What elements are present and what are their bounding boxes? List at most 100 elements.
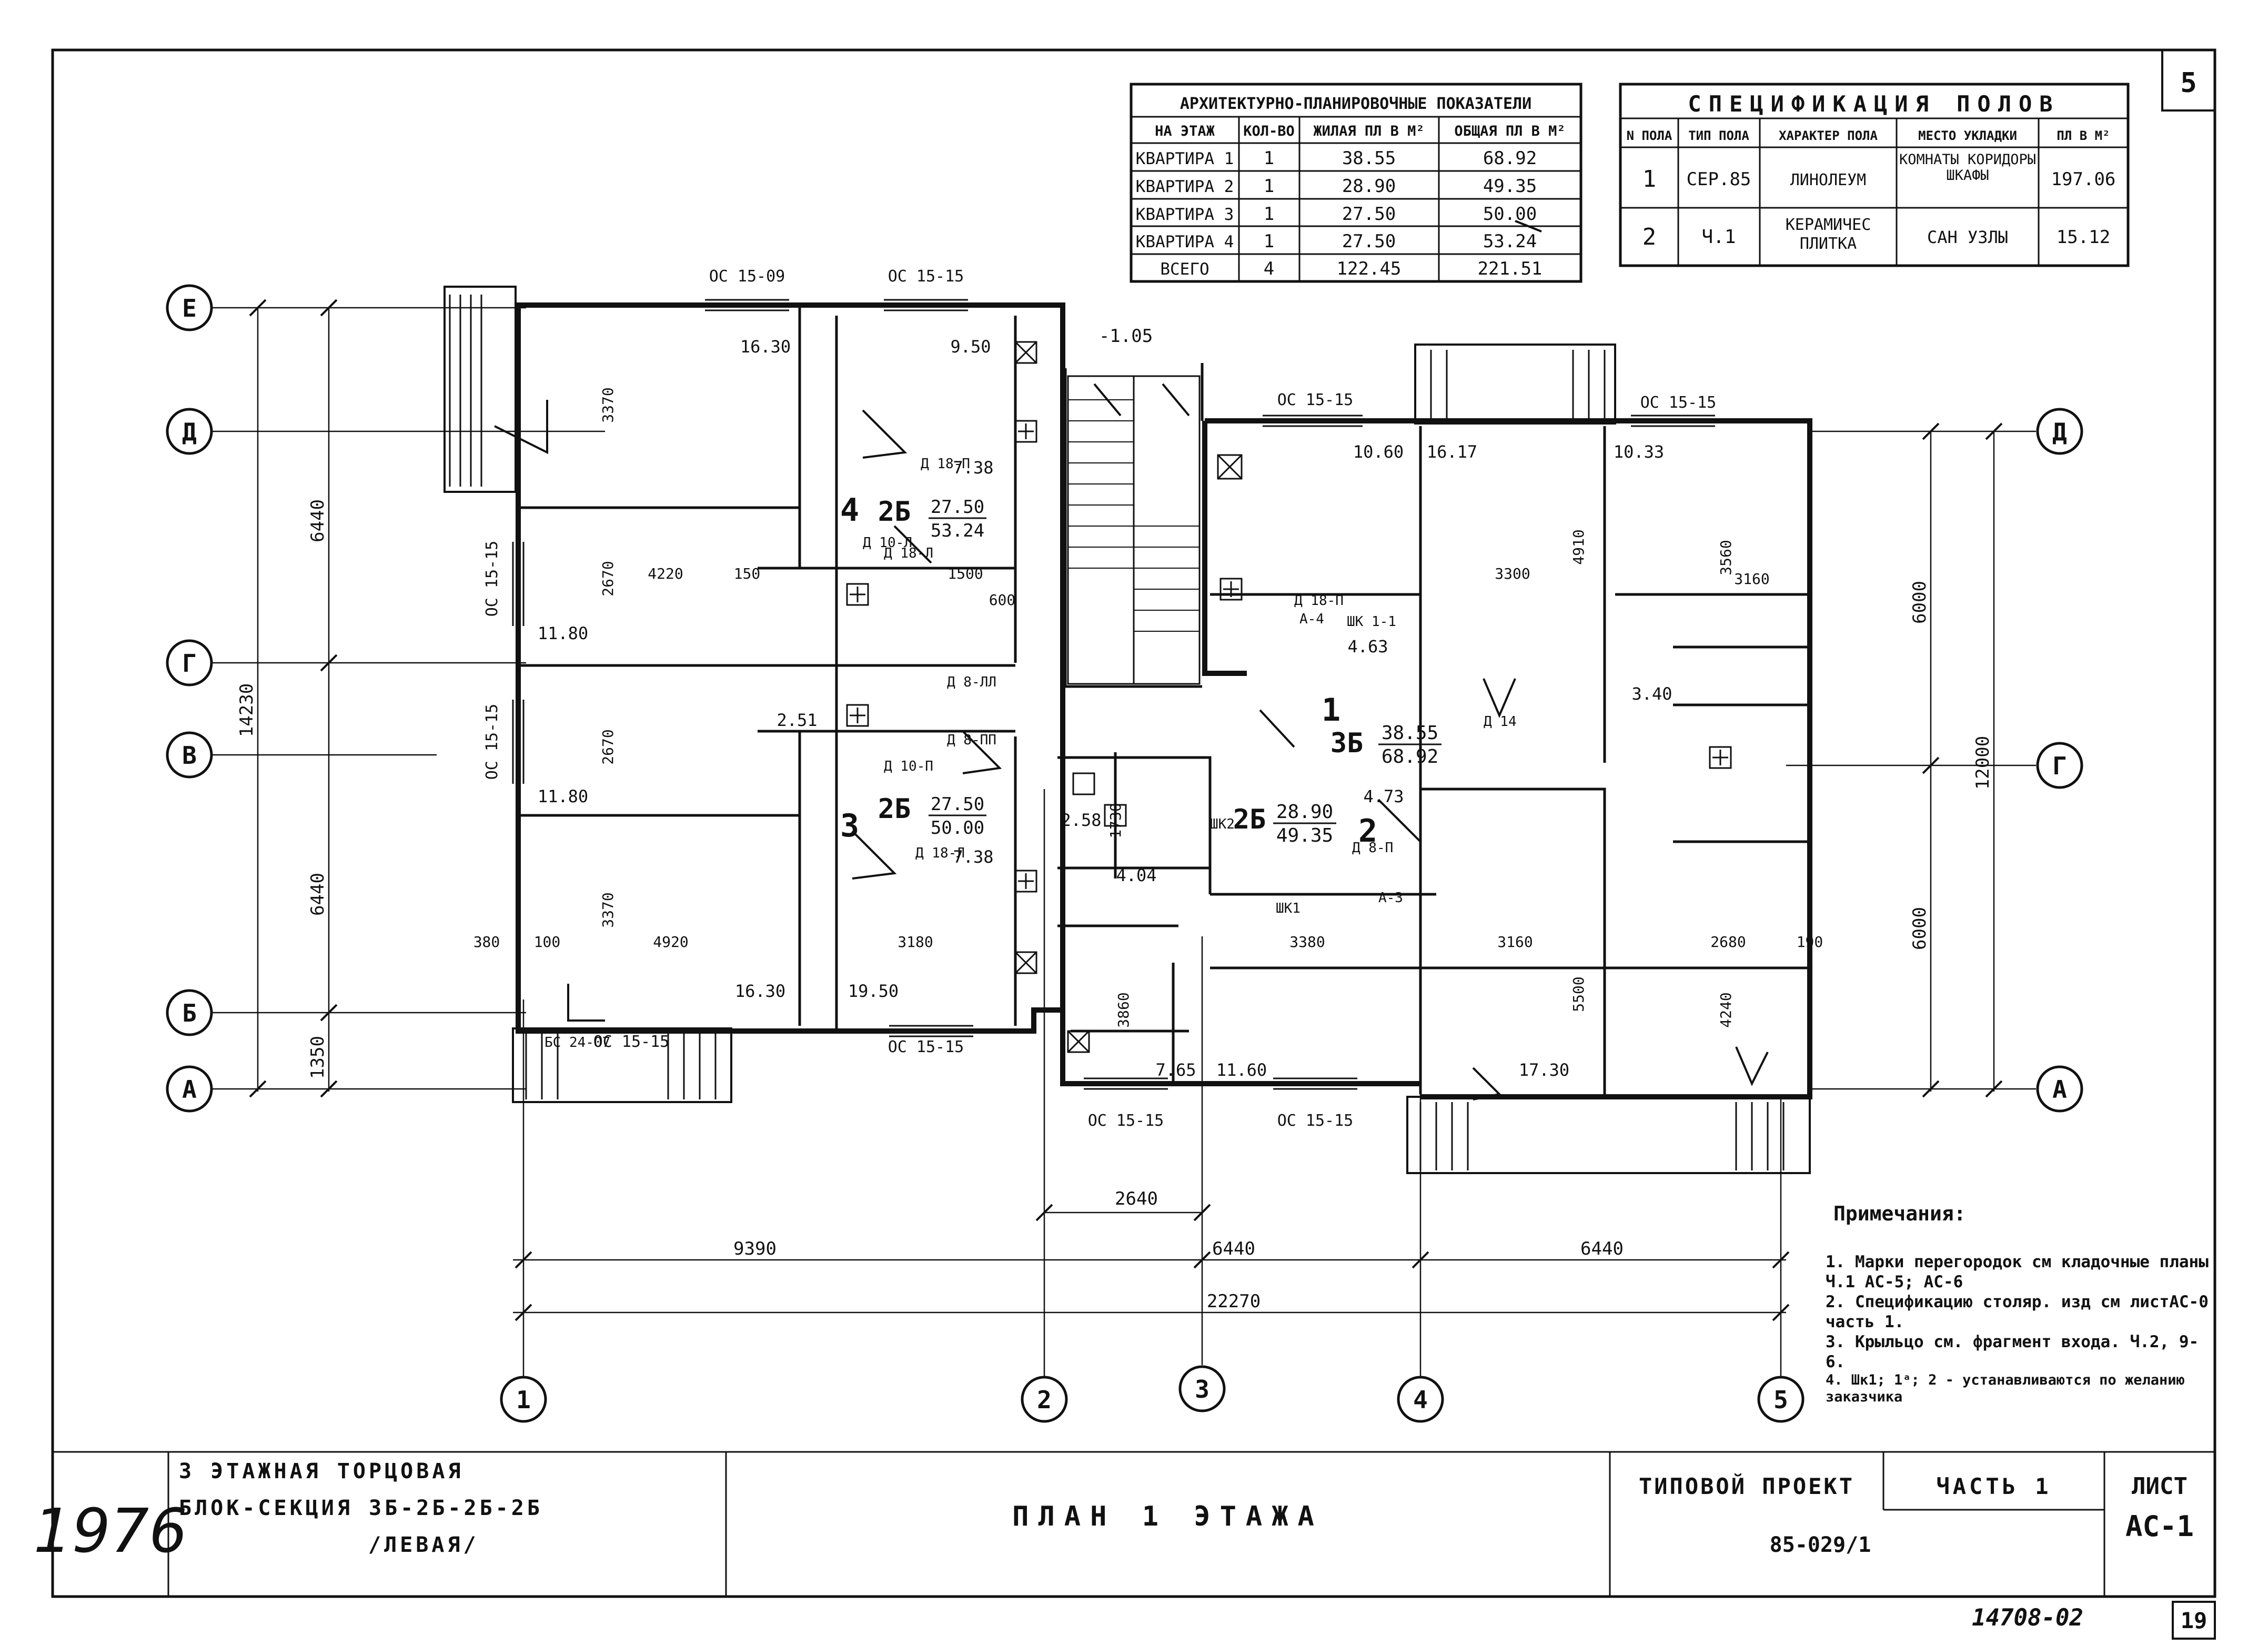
ind-cell: 68.92 bbox=[1483, 148, 1537, 169]
inner-dim: 3300 bbox=[1495, 565, 1530, 582]
notes-list: 1. Марки перегородок см кладочные планы … bbox=[1826, 1252, 2215, 1406]
axis-col-4: 4 bbox=[1413, 1386, 1428, 1414]
part-label: ЧАСТЬ 1 bbox=[1936, 1473, 2051, 1499]
ind-cell: 122.45 bbox=[1337, 258, 1402, 279]
inner-dim: 3370 bbox=[599, 892, 617, 927]
misc-labels: ШК1 ШК2 БС 24-07 ШК 1-1 bbox=[545, 614, 1396, 1051]
room-area: 4.04 bbox=[1116, 865, 1156, 885]
floor-cell: САН УЗЛЫ bbox=[1927, 227, 2008, 247]
inner-dim: 4220 bbox=[648, 565, 683, 582]
outer-dimension-labels: 6440 14230 6440 1350 6000 12000 6000 939… bbox=[236, 326, 1993, 1312]
note-item: 2. Спецификацию столяр. изд см листАС-0 … bbox=[1826, 1292, 2209, 1331]
apt-no: 2 bbox=[1358, 813, 1377, 850]
dim-bottom-total: 22270 bbox=[1207, 1291, 1261, 1312]
notes-title: Примечания: bbox=[1833, 1202, 1966, 1225]
dim-bottom-0: 9390 bbox=[733, 1238, 777, 1259]
ind-cell: 28.90 bbox=[1342, 176, 1396, 197]
ind-cell: 4 bbox=[1264, 258, 1274, 279]
axis-row-g-right: Г bbox=[2052, 752, 2067, 780]
inner-dim: 4910 bbox=[1570, 529, 1587, 564]
apt-type: 2Б bbox=[1233, 804, 1266, 835]
floor-type-1-wrap: КЕРАМИЧЕС ПЛИТКА bbox=[1785, 216, 1871, 253]
window-mark: ОС 15-15 bbox=[1640, 393, 1717, 412]
note-item: 3. Крыльцо см. фрагмент входа. Ч.2, 9-6. bbox=[1826, 1332, 2199, 1371]
ind-cell: 221.51 bbox=[1478, 258, 1543, 279]
window-mark: ОС 15-15 bbox=[1277, 1112, 1354, 1130]
axis-row-d-right: Д bbox=[2052, 418, 2067, 446]
inner-dim: 1500 bbox=[947, 565, 983, 582]
ind-cell: 1 bbox=[1264, 204, 1274, 225]
room-area: 16.17 bbox=[1427, 442, 1477, 462]
plan-title: ПЛАН 1 ЭТАЖА bbox=[1012, 1501, 1324, 1532]
sheet-border bbox=[51, 48, 2216, 1598]
door-swings bbox=[494, 220, 1769, 1100]
ind-cell: ВСЕГО bbox=[1160, 260, 1209, 279]
inner-dim: 3860 bbox=[1115, 992, 1132, 1027]
apt-living: 38.55 bbox=[1382, 722, 1438, 744]
axis-bubbles-right: Д Г А bbox=[2036, 408, 2083, 1113]
inner-dim: 5500 bbox=[1570, 976, 1587, 1012]
list-label: ЛИСТ bbox=[2132, 1473, 2188, 1500]
apt-living: 27.50 bbox=[931, 497, 984, 518]
inner-dim: 4240 bbox=[1717, 992, 1735, 1027]
porch-right-top bbox=[1414, 344, 1616, 425]
floors-header: СПЕЦИФИКАЦИЯ ПОЛОВ bbox=[1688, 91, 2060, 117]
ind-cell: КВАРТИРА 2 bbox=[1136, 177, 1234, 196]
window-mark: ОС 15-15 bbox=[888, 1038, 964, 1056]
apt-living: 27.50 bbox=[931, 794, 984, 815]
inner-dim: 380 bbox=[473, 933, 500, 951]
floor-col-3: МЕСТО УКЛАДКИ bbox=[1918, 128, 2017, 143]
axis-row-v: В bbox=[182, 741, 197, 770]
room-area: 3.40 bbox=[1631, 684, 1672, 704]
dim-left-2: 6440 bbox=[307, 873, 328, 916]
inner-dim: 600 bbox=[989, 591, 1016, 609]
title-line-1: 3 ЭТАЖНАЯ ТОРЦОВАЯ bbox=[179, 1459, 463, 1483]
window-mark: ОС 15-09 bbox=[709, 267, 785, 286]
door-mark: Д 10-Л bbox=[863, 535, 912, 551]
window-mark: ОС 15-15 bbox=[593, 1033, 670, 1051]
inner-dim: 3380 bbox=[1289, 933, 1325, 951]
axis-col-5: 5 bbox=[1773, 1386, 1788, 1414]
axis-col-2: 2 bbox=[1037, 1386, 1052, 1414]
ind-cell: КВАРТИРА 3 bbox=[1136, 205, 1234, 224]
apartment-3: 3 2Б 27.50 50.00 bbox=[840, 793, 986, 844]
ind-col-0: НА ЭТАЖ bbox=[1155, 123, 1215, 139]
apartment-1: 1 3Б 38.55 68.92 bbox=[1322, 692, 1442, 768]
room-area: 11.80 bbox=[538, 786, 588, 806]
window-mark: ОС 15-15 bbox=[888, 267, 964, 286]
title-line-3: /ЛЕВАЯ/ bbox=[368, 1533, 479, 1557]
ind-cell: 49.35 bbox=[1483, 176, 1537, 197]
apt-total: 68.92 bbox=[1382, 746, 1438, 768]
axis-row-b: Б bbox=[182, 999, 197, 1027]
year-stamp: 1976 bbox=[34, 1496, 188, 1567]
dim-bottom-2: 6440 bbox=[1580, 1238, 1624, 1259]
apt-type: 2Б bbox=[878, 496, 911, 528]
list-number: АС-1 bbox=[2125, 1510, 2194, 1543]
inner-dim: 2670 bbox=[599, 729, 617, 764]
floor-cell: 2 bbox=[1642, 224, 1657, 250]
window-mark: ОС 15-15 bbox=[483, 704, 501, 780]
apt-total: 53.24 bbox=[931, 520, 984, 541]
apt-type: 3Б bbox=[1330, 728, 1364, 759]
inner-dim: 1730 bbox=[1107, 803, 1124, 838]
inner-dim: 190 bbox=[1797, 933, 1823, 951]
ind-cell: 53.24 bbox=[1483, 231, 1537, 252]
apt-no: 1 bbox=[1322, 692, 1340, 729]
room-area: 19.50 bbox=[848, 981, 899, 1001]
floor-spec-table: СПЕЦИФИКАЦИЯ ПОЛОВ N ПОЛА ТИП ПОЛА ХАРАК… bbox=[1619, 83, 2130, 267]
floor-cell: ЛИНОЛЕУМ bbox=[1790, 171, 1867, 189]
axis-bubbles-bottom: 1 2 3 4 5 bbox=[500, 1365, 1805, 1423]
door-mark: А-4 bbox=[1299, 611, 1324, 627]
sheet-number-box bbox=[2161, 49, 2216, 112]
door-mark: Д 10-П bbox=[884, 759, 933, 774]
misc-label: ШК1 bbox=[1276, 901, 1301, 916]
room-area: 16.30 bbox=[740, 337, 791, 357]
ind-col-1: КОЛ-ВО bbox=[1243, 123, 1295, 139]
window-mark: ОС 15-15 bbox=[1088, 1112, 1164, 1130]
room-area: 10.33 bbox=[1614, 442, 1664, 462]
inner-dim: 3160 bbox=[1497, 933, 1533, 951]
inner-dim: 2670 bbox=[599, 561, 617, 596]
floor-place-0-wrap: КОМНАТЫ КОРИДОРЫ ШКАФЫ bbox=[1899, 152, 2036, 184]
floor-char-1: КЕРАМИЧЕС ПЛИТКА bbox=[1785, 216, 1871, 253]
